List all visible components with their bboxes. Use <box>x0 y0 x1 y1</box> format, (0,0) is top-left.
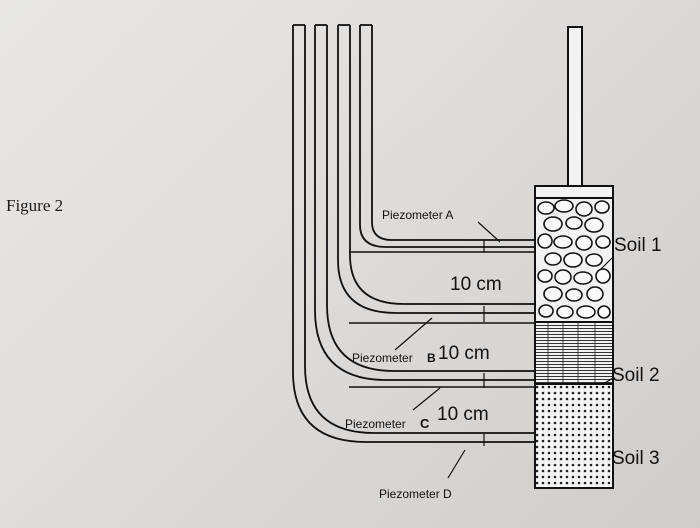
soil-3-sand <box>534 383 614 489</box>
tube-c <box>314 25 535 381</box>
reference-lines <box>349 251 535 388</box>
piezometer-c-letter: C <box>420 416 430 431</box>
figure-label: Figure 2 <box>6 196 64 215</box>
soil-1-gravel <box>534 197 614 323</box>
tube-d <box>292 25 535 443</box>
soil-2-label: Soil 2 <box>612 365 660 386</box>
spacing-bc-label: 10 cm <box>438 343 490 364</box>
soil-2-fine <box>534 321 614 385</box>
label-leaders <box>394 221 614 479</box>
piezometer-tubes <box>292 24 535 443</box>
piezometer-a-label: Piezometer A <box>382 208 453 222</box>
piezometer-b-letter: B <box>427 351 436 365</box>
spacing-ab-label: 10 cm <box>450 274 502 295</box>
soil-3-label: Soil 3 <box>612 448 660 469</box>
piezometer-b-label: Piezometer <box>352 351 413 365</box>
piston <box>534 26 614 199</box>
tube-a <box>359 25 535 248</box>
spacing-cd-label: 10 cm <box>437 404 489 425</box>
soil-1-label: Soil 1 <box>614 235 662 256</box>
piezometer-c-label: Piezometer <box>345 417 406 431</box>
piezometer-d-label: Piezometer D <box>379 487 452 501</box>
tube-b <box>337 25 535 314</box>
